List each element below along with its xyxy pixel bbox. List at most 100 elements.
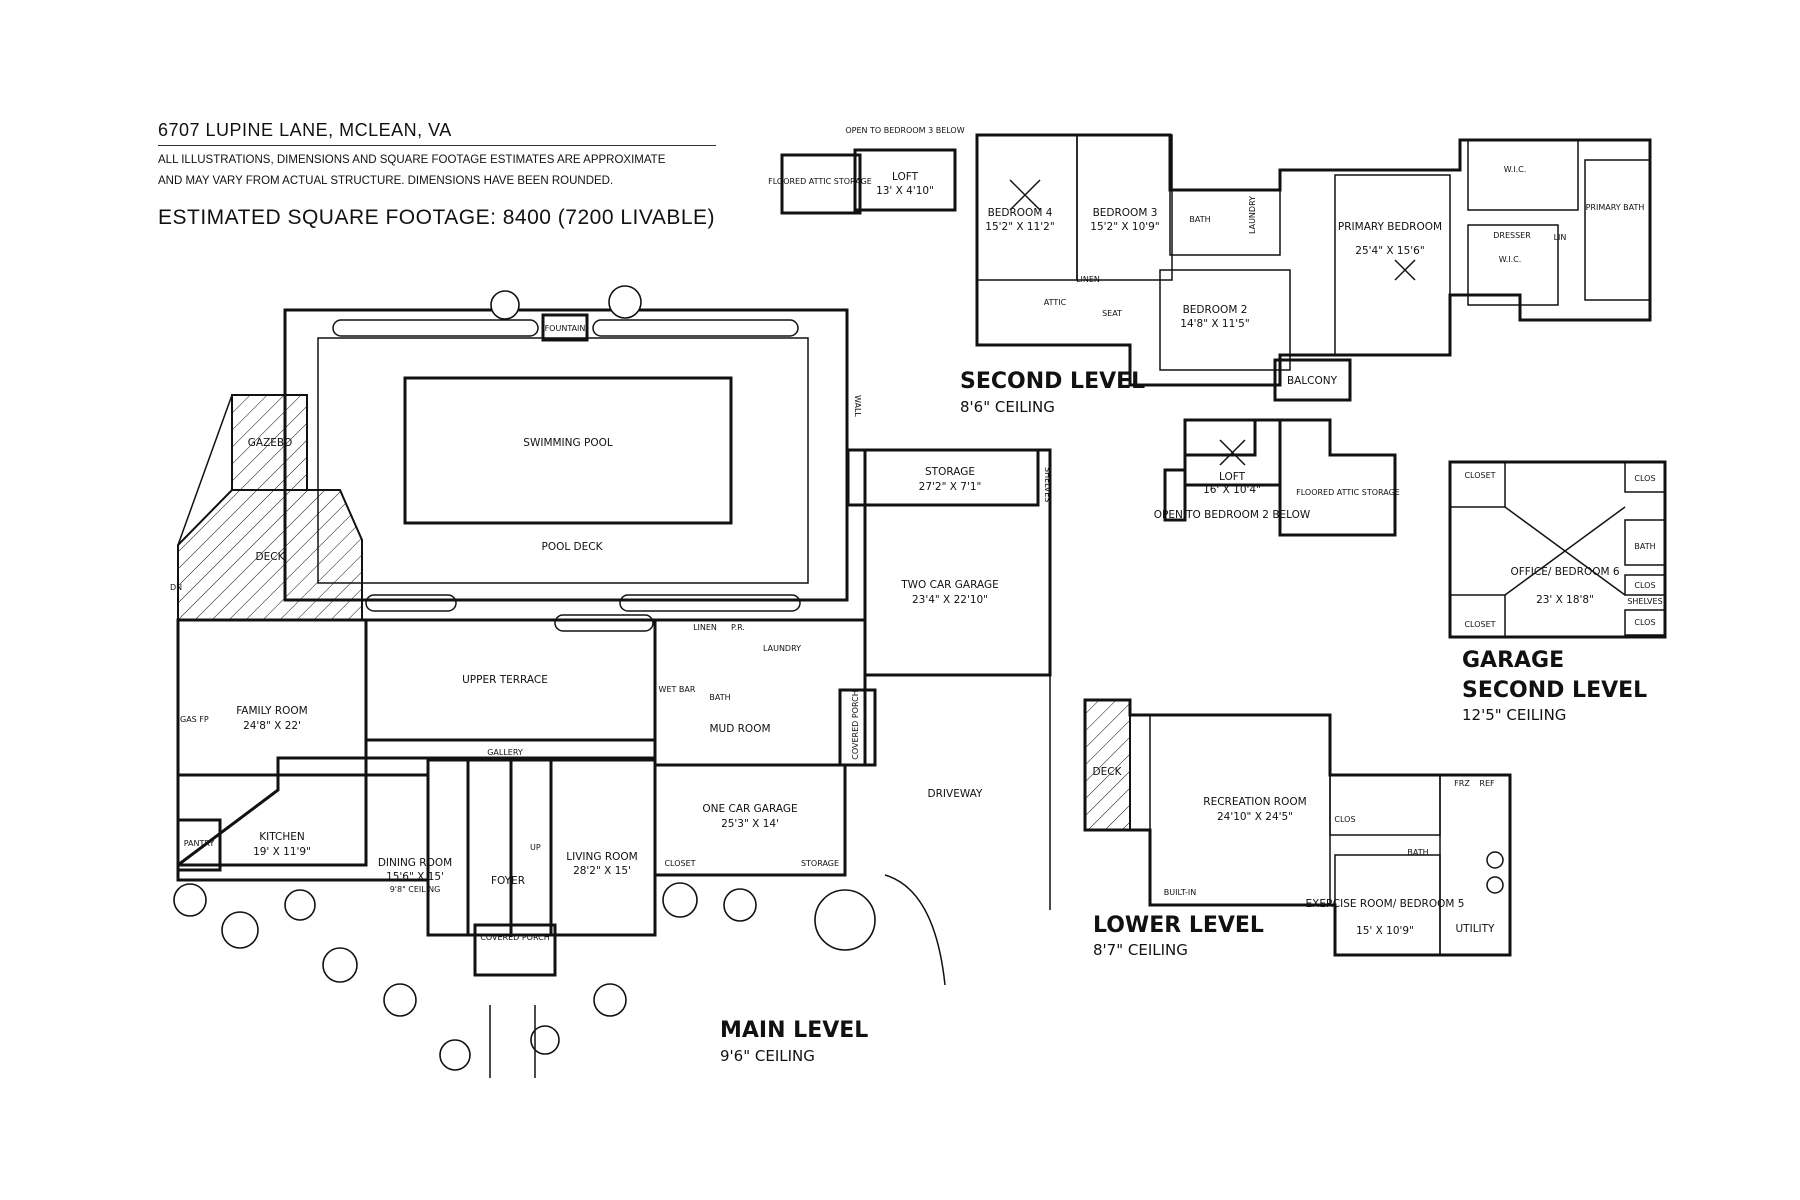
office-dims: 23' X 18'8" [1536,594,1594,606]
front-covered-porch [473,923,557,977]
second-level-ceiling: 8'6" CEILING [960,398,1055,416]
lower-level-plan: DECK RECREATION ROOM 24'10" X 24'5" CLOS… [1083,698,1512,959]
loft2-dims: 16' X 10'4" [1203,484,1261,496]
garage2-bath-label: BATH [1634,542,1655,551]
swimming-pool [403,376,733,525]
one-car-garage [653,763,847,877]
kitchen-dims: 19' X 11'9" [253,846,311,858]
one-car-garage-dims: 25'3" X 14' [721,818,779,830]
frz-label: FRZ [1454,779,1470,788]
two-car-garage-dims: 23'4" X 22'10" [912,594,988,606]
foyer-label: FOYER [491,875,525,887]
shrub [173,883,207,917]
bedroom-3 [1076,134,1173,281]
primary-bedroom [1334,174,1451,356]
pool-deck-inner [317,337,809,584]
bedroom4-label: BEDROOM 4 [988,207,1053,219]
lower-level-ceiling: 8'7" CEILING [1093,941,1188,959]
loft-label: LOFT [892,171,919,183]
main-level-ceiling: 9'6" CEILING [720,1047,815,1065]
fountain-label: FOUNTAIN [545,324,586,333]
dining-room-dims: 15'6" X 15' [386,871,444,883]
closet-label: CLOSET [664,859,695,868]
hedge-terrace [554,614,654,632]
family-gas-fp-label: GAS FP [180,715,209,724]
garage-storage-label: STORAGE [801,859,839,868]
driveway-label: DRIVEWAY [928,788,983,800]
lin-label: LIN [1554,233,1567,242]
lower-level-title: LOWER LEVEL [1093,913,1264,938]
shrub [723,888,757,922]
second-level-plan: OPEN TO BEDROOM 3 BELOW FLOORED ATTIC ST… [768,126,1652,416]
shrub [284,889,316,921]
primary-bath [1584,159,1651,301]
bedroom2-dims: 14'8" X 11'5" [1180,318,1249,330]
upper-linen-label: LINEN [1076,275,1100,284]
bedroom2-label: BEDROOM 2 [1183,304,1248,316]
primary-fan [1394,259,1416,281]
garage-level-title-1: GARAGE [1462,648,1564,673]
balcony-label: BALCONY [1287,375,1338,387]
exercise-room-label: EXERCISE ROOM/ BEDROOM 5 [1306,898,1465,910]
shrub [383,983,417,1017]
primary-bedroom-dims: 25'4" X 15'6" [1355,245,1424,257]
loft2-stair [1163,418,1257,522]
kitchen-label: KITCHEN [259,831,305,843]
builtin-label: BUILT-IN [1164,888,1196,897]
lower-bath-area [1329,774,1441,836]
pantry [176,818,222,872]
garage-level-title-2: SECOND LEVEL [1462,678,1647,703]
lower-deck-label: DECK [1093,766,1123,778]
foyer-stair-up: UP [530,843,541,852]
primary-bedroom-label: PRIMARY BEDROOM [1338,221,1442,233]
water-heater [1486,876,1504,894]
garage2-clos-2 [1624,574,1666,596]
bedroom3-dims: 15'2" X 10'9" [1090,221,1159,233]
garage2-bath [1624,519,1666,566]
living-room-label: LIVING ROOM [566,851,637,863]
lower-bath-label: BATH [1407,848,1428,857]
bedroom3-label: BEDROOM 3 [1093,207,1158,219]
garage2-shelves-label: SHELVES [1627,597,1662,606]
family-room-dims: 24'8" X 22' [243,720,301,732]
loft-dims: 13' X 4'10" [876,185,934,197]
upper-laundry-label: LAUNDRY [1248,196,1257,234]
upper-bath [1169,189,1281,256]
hedge-south-right [619,594,801,612]
header-divider [158,145,716,146]
main-bath-label: BATH [709,693,730,702]
garage-level-ceiling: 12'5" CEILING [1462,706,1566,724]
shrub [814,889,876,951]
hedge-north-right [592,319,799,337]
loft-1 [853,148,957,212]
garage-second-level-plan: CLOSET CLOSET CLOS BATH CLOS SHELVES CLO… [1448,460,1667,724]
disclaimer-line-1: ALL ILLUSTRATIONS, DIMENSIONS AND SQUARE… [158,154,666,166]
gazebo-edge [177,394,233,546]
main-level-plan: FOUNTAIN SWIMMING POOL POOL DECK WALL GA… [170,285,1052,1078]
wic-lower [1467,224,1559,306]
laundry-label: LAUNDRY [763,644,801,653]
family-room-label: FAMILY ROOM [236,705,308,717]
disclaimer-line-2: AND MAY VARY FROM ACTUAL STRUCTURE. DIME… [158,175,614,187]
mud-room-label: MUD ROOM [709,723,770,735]
recreation-room-dims: 24'10" X 24'5" [1217,811,1293,823]
storage-dims: 27'2" X 7'1" [919,481,982,493]
pool-deck-label: POOL DECK [542,541,604,553]
attic-storage-label: FLOORED ATTIC STORAGE [768,177,872,186]
pantry-label: PANTRY [184,839,215,848]
one-car-garage-label: ONE CAR GARAGE [702,803,797,815]
hedge-south-left [365,594,457,612]
ref-label: REF [1479,779,1495,788]
deck-label: DECK [256,551,286,563]
shrub [608,285,642,319]
garage2-closet-top-label: CLOSET [1464,471,1495,480]
square-footage: ESTIMATED SQUARE FOOTAGE: 8400 (7200 LIV… [158,206,716,229]
deck-stair-dn: DN [170,583,182,592]
loft2-attic-label: FLOORED ATTIC STORAGE [1296,488,1400,497]
main-house-north [176,618,657,868]
garage2-closet-top [1449,461,1506,508]
side-covered-porch [838,688,877,767]
wic-lower-label: W.I.C. [1499,255,1522,264]
shrub [439,1039,471,1071]
